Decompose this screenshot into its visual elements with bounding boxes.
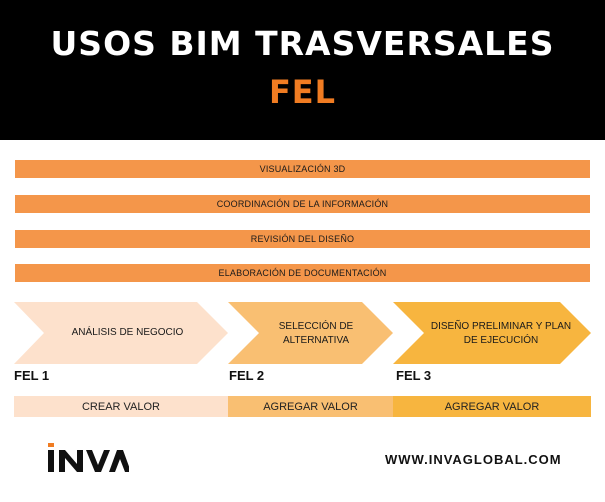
bim-use-bar-visualization: VISUALIZACIÓN 3D [15, 160, 590, 178]
phase-arrows [14, 302, 591, 364]
phase-arrow-fel2 [228, 302, 393, 364]
page-title: USOS BIM TRASVERSALES [50, 24, 555, 63]
page-subtitle: FEL [268, 73, 337, 111]
phase-label-fel2: SELECCIÓN DE ALTERNATIVA [278, 321, 354, 346]
phase-label-fel3: DISEÑO PRELIMINAR Y PLAN DE EJECUCIÓN [430, 321, 572, 346]
value-box-fel2: AGREGAR VALOR [228, 396, 393, 417]
fel-label-2: FEL 2 [229, 368, 265, 383]
value-box-fel1: CREAR VALOR [14, 396, 228, 417]
fel-label-3: FEL 3 [396, 368, 432, 383]
value-box-fel3: AGREGAR VALOR [393, 396, 591, 417]
inva-logo [48, 443, 129, 472]
header-banner: USOS BIM TRASVERSALES FEL [0, 0, 605, 140]
website-url[interactable]: WWW.INVAGLOBAL.COM [385, 452, 562, 467]
phase-label-fel1: ANÁLISIS DE NEGOCIO [71, 327, 184, 338]
fel-label-1: FEL 1 [14, 368, 50, 383]
bim-use-bar-documentation: ELABORACIÓN DE DOCUMENTACIÓN [15, 264, 590, 282]
bim-use-bar-coordination: COORDINACIÓN DE LA INFORMACIÓN [15, 195, 590, 213]
bim-use-bar-design-review: REVISIÓN DEL DISEÑO [15, 230, 590, 248]
phase-arrow-fel3 [393, 302, 591, 364]
phase-arrow-fel1 [14, 302, 228, 364]
